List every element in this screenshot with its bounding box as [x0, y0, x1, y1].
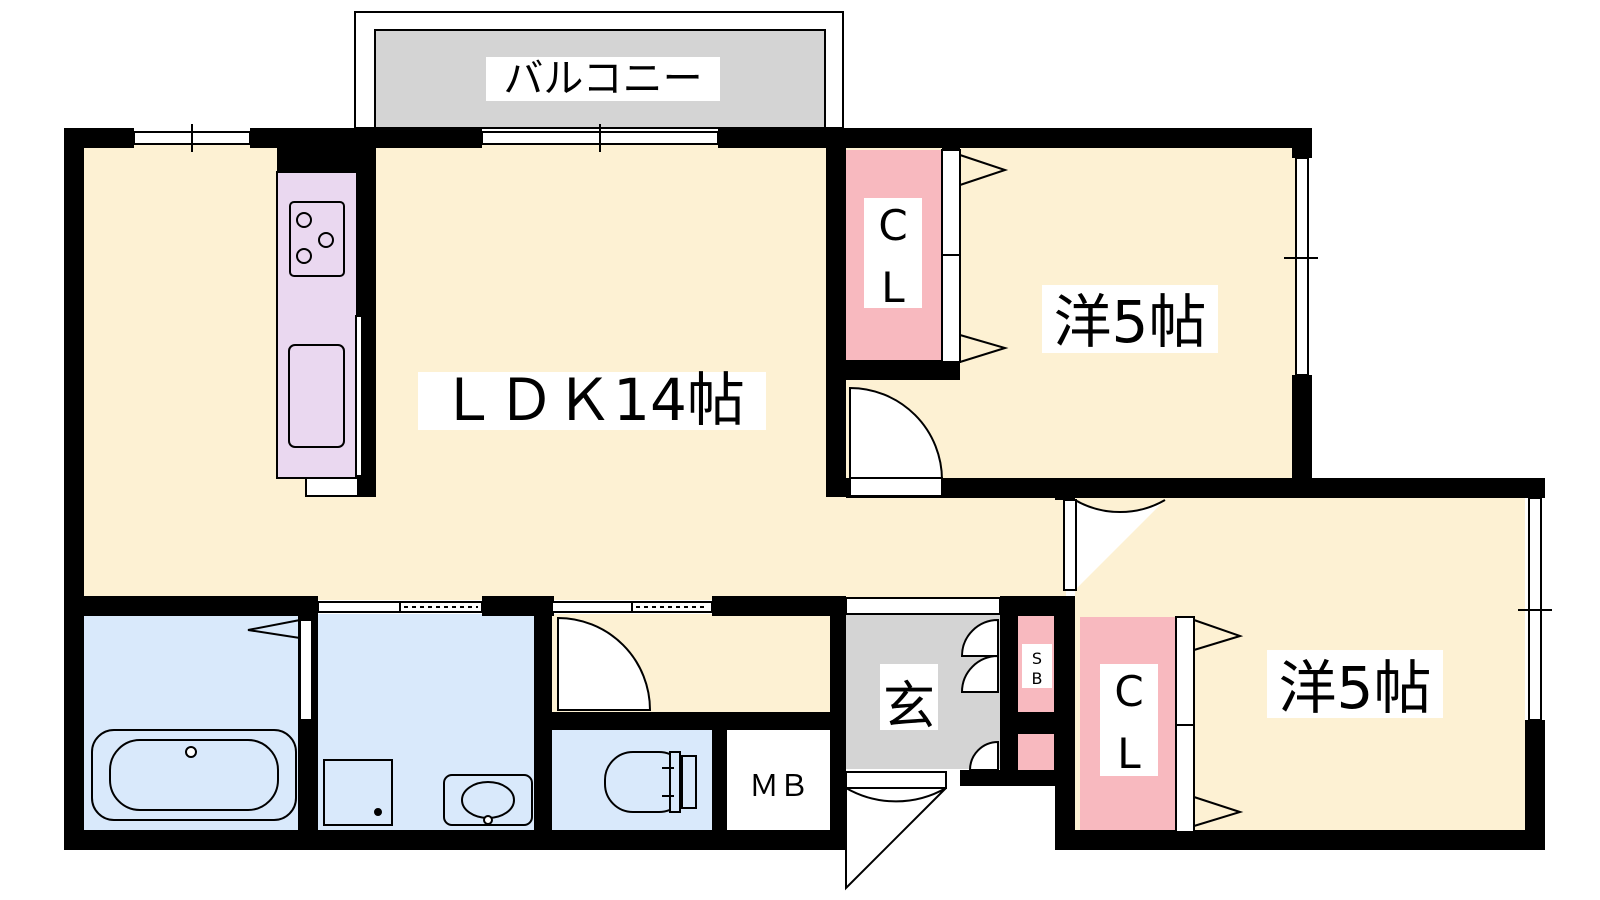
sink-icon [288, 344, 345, 448]
balcony-label: バルコニー [503, 56, 702, 102]
meter-box-label: ＭＢ [749, 769, 809, 804]
shoebox-b: B [1032, 669, 1043, 688]
closet-lower-c: C [1114, 667, 1143, 716]
bedroom-lower-label: 洋5帖 [1279, 654, 1432, 722]
label-backgrounds [418, 198, 1443, 776]
stove-icon [289, 201, 345, 277]
windows [133, 124, 1552, 721]
doors [557, 386, 1166, 891]
fridge-space [305, 477, 359, 497]
closet-lower-l: L [1117, 729, 1141, 778]
shoebox-s: S [1032, 649, 1042, 668]
closet-upper-c: C [878, 201, 907, 250]
balcony: バルコニー [354, 11, 844, 129]
bedroom-upper-label: 洋5帖 [1054, 288, 1207, 356]
closet-doors [941, 149, 1244, 833]
kitchen-fixtures [288, 201, 363, 497]
ldk-corridor [840, 495, 1066, 600]
bath-fixtures [91, 601, 713, 826]
ldk-label: ＬＤＫ14帖 [439, 366, 745, 434]
washer-icon [323, 759, 393, 826]
entrance-label: 玄 [883, 677, 935, 737]
room-labels: ＬＤＫ14帖 洋5帖 洋5帖 C L C L 玄 S B ＭＢ [439, 201, 1431, 804]
closet-upper-l: L [881, 263, 905, 312]
shoebox-lower [1018, 734, 1054, 770]
meter-box-floor [727, 730, 830, 832]
